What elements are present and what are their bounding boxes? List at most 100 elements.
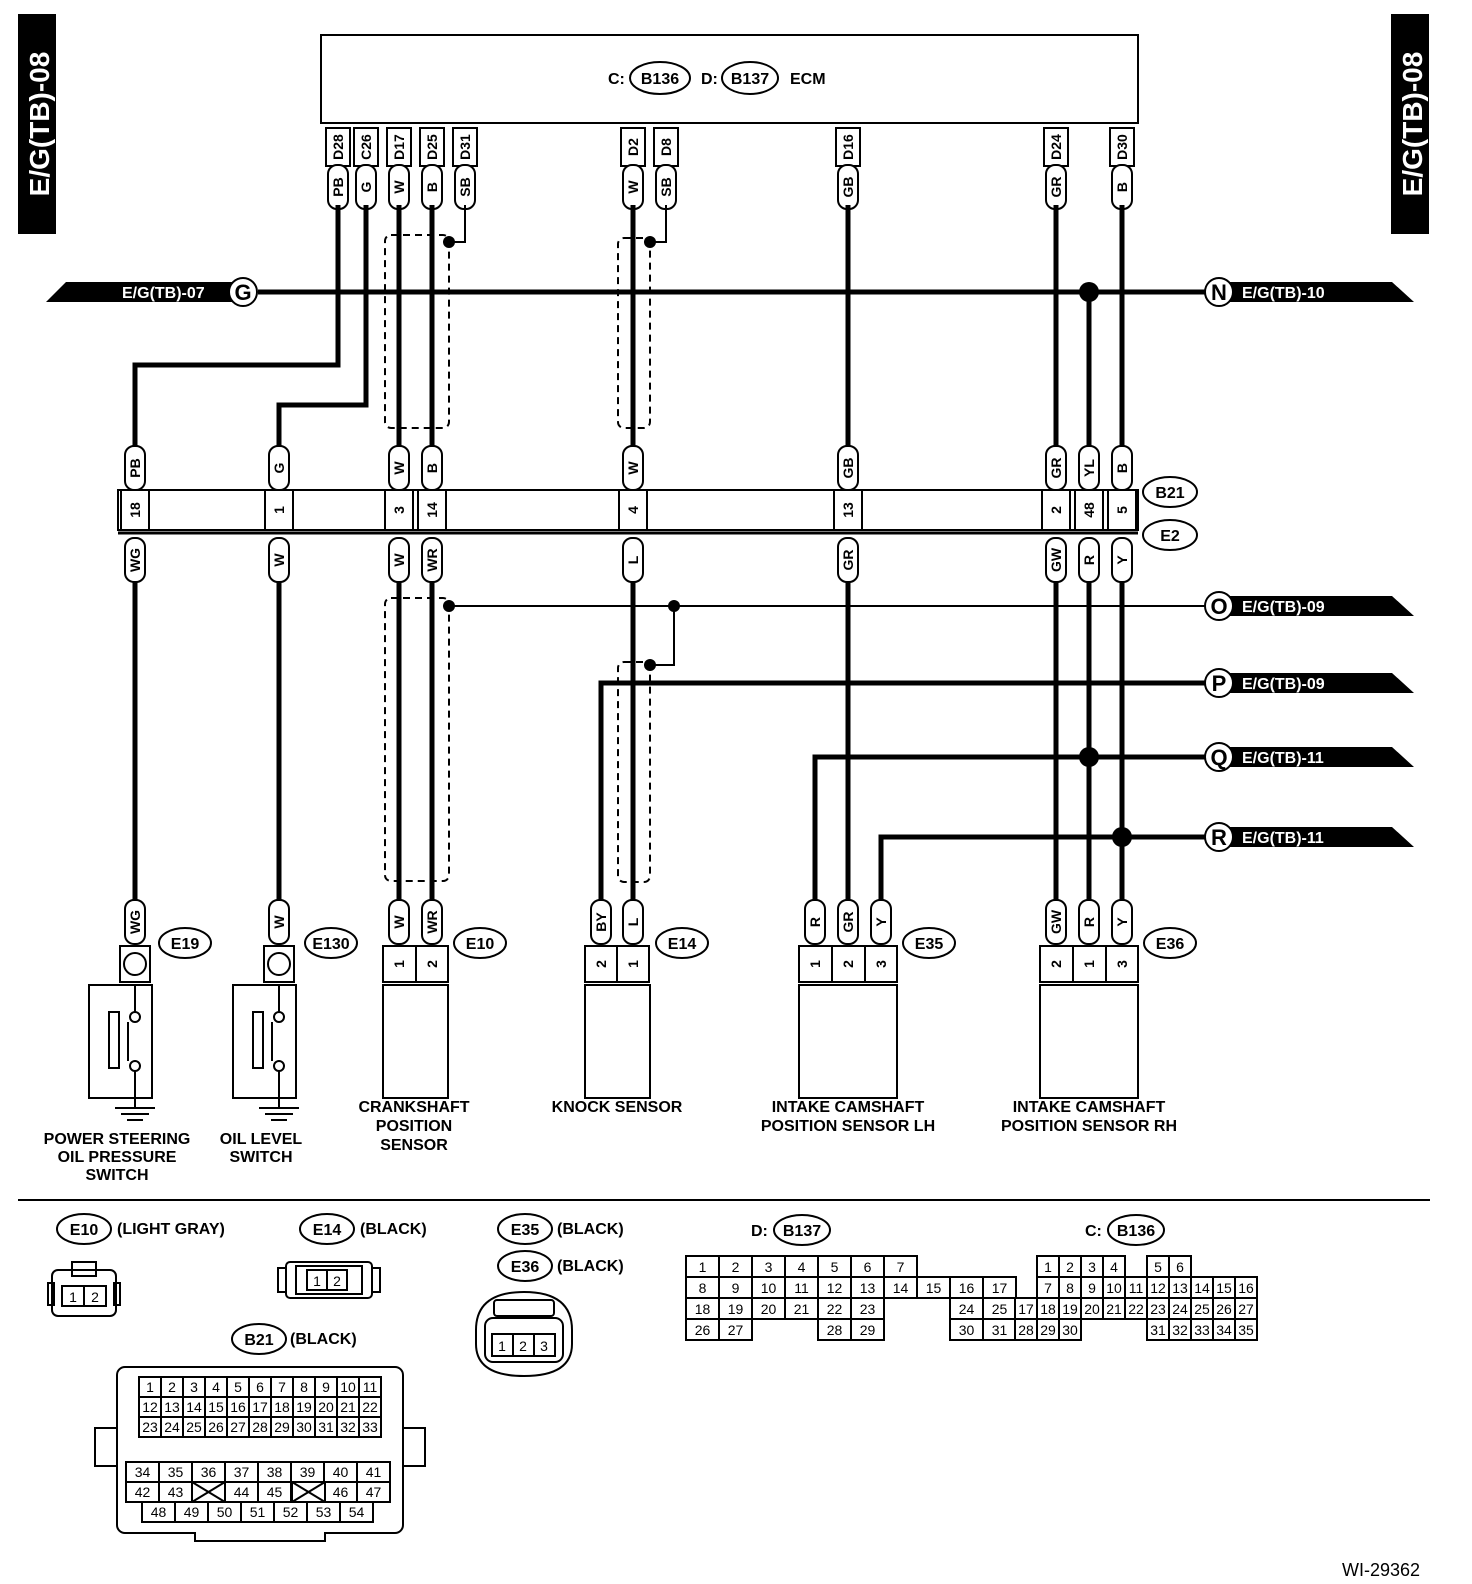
- component-e10-label-2: SENSOR: [380, 1137, 448, 1154]
- b21-grid-pin-9: 9: [322, 1379, 330, 1395]
- ref-g-letter: G: [234, 280, 251, 305]
- ref-q: E/G(TB)-11Q: [1204, 742, 1414, 772]
- junction-pin-3: 3: [391, 506, 407, 514]
- page-tag-left-text: E/G(TB)-08: [24, 52, 55, 197]
- b21-grid-pin-11: 11: [363, 1379, 378, 1395]
- b137-grid-pin-12: 12: [827, 1280, 843, 1296]
- view-e36-color: (BLACK): [557, 1258, 624, 1275]
- ecm-pin-d24: D24: [1048, 134, 1064, 160]
- component-e35-conn: E35: [915, 936, 944, 953]
- b136-grid-pin-1: 1: [1044, 1259, 1052, 1275]
- b137-grid-pin-19: 19: [728, 1301, 744, 1317]
- component-e36-pin-3: 3: [1114, 960, 1130, 968]
- b136-grid-pin-35: 35: [1238, 1322, 1254, 1338]
- b21-grid-pin-3: 3: [190, 1379, 198, 1395]
- b21-grid-pin-5: 5: [234, 1379, 242, 1395]
- junction-top-color-5: GB: [840, 458, 856, 479]
- component-e130-conn: E130: [312, 936, 349, 953]
- b137-grid-pin-30: 30: [959, 1322, 975, 1338]
- b136-grid-pin-8: 8: [1066, 1280, 1074, 1296]
- b136-grid-pin-19: 19: [1062, 1301, 1078, 1317]
- ref-q-letter: Q: [1210, 745, 1227, 770]
- b136-grid-pin-13: 13: [1172, 1280, 1188, 1296]
- ecm-pin-row: D28PBC26GD17WD25BD31SBD2WD8SBD16GBD24GRD…: [325, 127, 1135, 210]
- ecm-wire-color-d28: PB: [330, 177, 346, 196]
- b21-grid-pin-19: 19: [296, 1399, 312, 1415]
- ref-n-letter: N: [1211, 280, 1227, 305]
- view-e36-conn: E36: [511, 1259, 540, 1276]
- ref-o-text: E/G(TB)-09: [1242, 599, 1325, 616]
- ref-n: E/G(TB)-10N: [1204, 277, 1414, 307]
- ecm-pin-d25: D25: [424, 134, 440, 160]
- component-e35-wire-1: GR: [840, 912, 856, 933]
- b21-grid-pin-44: 44: [234, 1484, 250, 1500]
- junction-top-color-1: G: [271, 462, 287, 473]
- ecm-label: ECM: [790, 71, 826, 88]
- ecm-conn-c: B136: [641, 71, 679, 88]
- b136-grid-pin-20: 20: [1084, 1301, 1100, 1317]
- b21-grid-pin-38: 38: [267, 1464, 283, 1480]
- b21-grid-pin-18: 18: [274, 1399, 290, 1415]
- view-e10-pin-1: 1: [69, 1289, 77, 1305]
- ecm-pin-d2: D2: [625, 138, 641, 156]
- view-e14-color: (BLACK): [360, 1221, 427, 1238]
- component-e36-wire-0: GW: [1048, 909, 1064, 934]
- component-e14-pin-1: 1: [625, 960, 641, 968]
- ref-p-text: E/G(TB)-09: [1242, 676, 1325, 693]
- power-steering-switch-symbol: [88, 984, 155, 1121]
- b21-grid-pin-14: 14: [186, 1399, 202, 1415]
- b136-grid-pin-32: 32: [1172, 1322, 1188, 1338]
- view-e14-conn: E14: [313, 1222, 342, 1239]
- b137-grid-pin-29: 29: [860, 1322, 876, 1338]
- b21-grid-pin-2: 2: [168, 1379, 176, 1395]
- b21-grid-pin-12: 12: [142, 1399, 158, 1415]
- b21-grid-pin-48: 48: [151, 1504, 167, 1520]
- component-e10-wire-0: W: [391, 915, 407, 929]
- b136-grid-pin-22: 22: [1128, 1301, 1144, 1317]
- ecm-pin-d31: D31: [457, 134, 473, 160]
- component-e35-wire-0: R: [807, 917, 823, 927]
- b21-grid-pin-52: 52: [283, 1504, 299, 1520]
- b136-grid-pin-11: 11: [1129, 1280, 1144, 1296]
- component-e10-label-1: POSITION: [376, 1118, 452, 1135]
- component-e10-conn: E10: [466, 936, 495, 953]
- ref-g-text: E/G(TB)-07: [122, 285, 205, 302]
- component-e10-pin-2: 2: [424, 960, 440, 968]
- b136-grid-pin-21: 21: [1106, 1301, 1122, 1317]
- b21-grid-pin-54: 54: [349, 1504, 365, 1520]
- page-tag-right: E/G(TB)-08: [1391, 14, 1429, 234]
- b21-grid-pin-47: 47: [366, 1484, 382, 1500]
- b137-grid-pin-21: 21: [794, 1301, 810, 1317]
- component-e36-pin-2: 2: [1048, 960, 1064, 968]
- b21-grid-pin-36: 36: [201, 1464, 217, 1480]
- b136-grid-pin-4: 4: [1110, 1259, 1118, 1275]
- b21-grid-pin-43: 43: [168, 1484, 184, 1500]
- view-e10-color: (LIGHT GRAY): [117, 1221, 225, 1238]
- ecm-pin-d17: D17: [391, 134, 407, 160]
- b21-grid-pin-31: 31: [318, 1419, 334, 1435]
- b137-grid-pin-27: 27: [728, 1322, 744, 1338]
- junction-top-color-6: GR: [1048, 458, 1064, 479]
- view-e36-pin-3: 3: [540, 1338, 548, 1354]
- b136-grid-pin-15: 15: [1216, 1280, 1232, 1296]
- component-e35-pin-1: 1: [807, 960, 823, 968]
- junction-top-color-7: YL: [1081, 459, 1097, 477]
- b21-grid-pin-7: 7: [278, 1379, 286, 1395]
- ecm-wire-color-d24: GR: [1048, 177, 1064, 198]
- ecm-wire-color-d8: SB: [658, 177, 674, 196]
- b21-grid-pin-26: 26: [208, 1419, 224, 1435]
- b137-grid-pin-24: 24: [959, 1301, 975, 1317]
- component-e14-conn: E14: [668, 936, 697, 953]
- component-e35-label-1: POSITION SENSOR LH: [761, 1118, 935, 1135]
- junction-connector: B21 E2: [117, 476, 1198, 551]
- view-b136-prefix: C:: [1085, 1223, 1102, 1240]
- b21-grid-pin-28: 28: [252, 1419, 268, 1435]
